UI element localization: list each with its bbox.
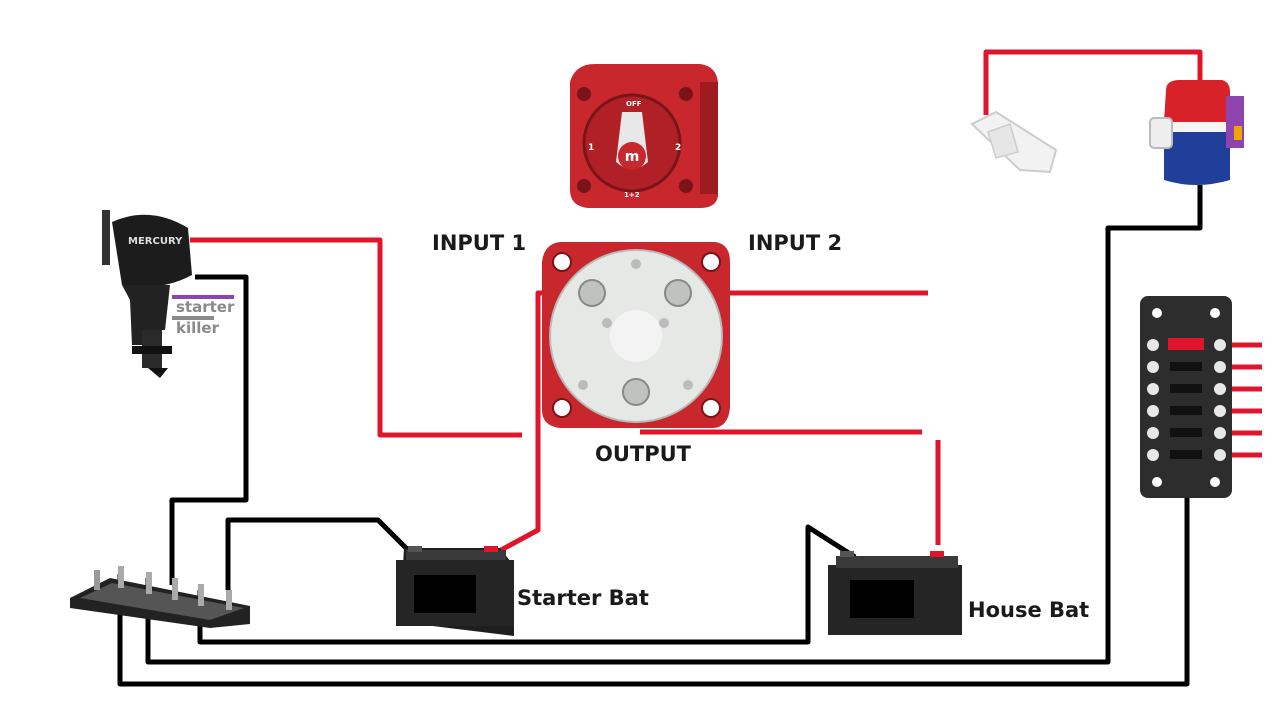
battery-icon-house (828, 551, 962, 635)
battery-icon-starter (396, 546, 514, 636)
input1-label: INPUT 1 (432, 231, 527, 255)
selector-switch-icon: m 1 2 OFF 1+2 (570, 64, 718, 208)
selector-both-text: 1+2 (624, 191, 640, 199)
killer-label: killer (176, 319, 219, 337)
bus-bar-icon (70, 566, 250, 628)
selector-pos1-text: 1 (588, 143, 594, 153)
house-bat-label: House Bat (968, 598, 1090, 622)
outboard-motor-icon: MERCURY (102, 210, 234, 378)
selector-pos2-text: 2 (675, 143, 681, 153)
battery-switch-icon (542, 242, 730, 428)
output-label: OUTPUT (595, 442, 691, 466)
engine-positive-wire (190, 237, 522, 438)
starter-bat-label: Starter Bat (517, 586, 649, 610)
engine-brand-text: MERCURY (128, 236, 183, 247)
selector-off-text: OFF (626, 100, 642, 108)
input2-label: INPUT 2 (748, 231, 843, 255)
selector-center-text: m (625, 149, 640, 165)
engine-negative-wire (169, 274, 249, 585)
bilge-pump-icon (1149, 80, 1244, 185)
starter-label: starter (176, 298, 235, 316)
fuse-block-icon (1140, 296, 1232, 498)
house-bat-negative-wire (197, 524, 857, 645)
pump-negative-wire (145, 185, 1203, 665)
starter-bat-negative-wire (225, 517, 412, 590)
fuse-negative-wire (117, 485, 1190, 687)
float-switch-icon (970, 110, 1058, 174)
pump-feed-wire (983, 49, 1203, 115)
